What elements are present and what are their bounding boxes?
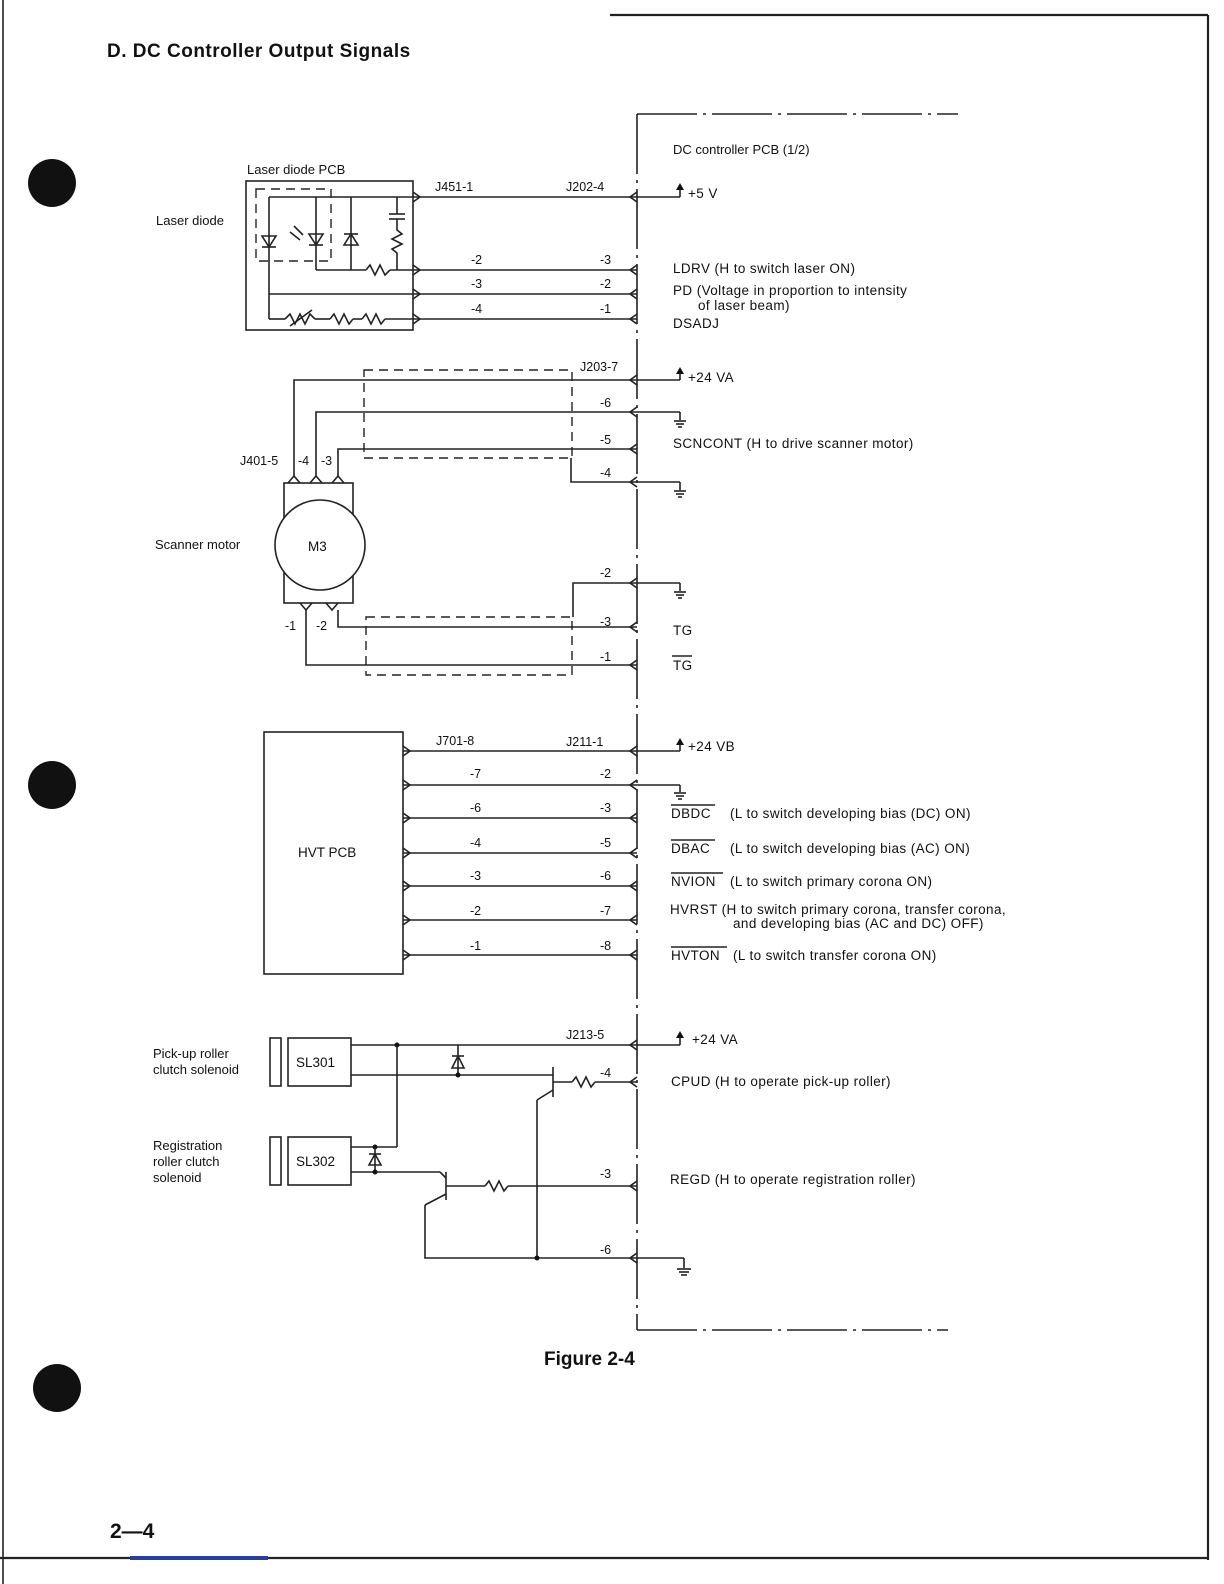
page-number: 2—4: [110, 1520, 155, 1543]
j213-pin-6: -6: [600, 1243, 611, 1257]
j203-pin-4: -4: [600, 466, 611, 480]
j211-pin-3: -3: [600, 801, 611, 815]
j401-pin-4: -4: [298, 454, 309, 468]
signal-nvion-name: NVION: [671, 874, 716, 889]
solenoid-section: [269, 1031, 691, 1276]
sl301-desc-line1: Pick-up roller: [153, 1046, 230, 1061]
j701-pin-6: -6: [470, 801, 481, 815]
signal-nvion-desc: (L to switch primary corona ON): [730, 874, 932, 889]
signal-hvrst-line2: and developing bias (AC and DC) OFF): [733, 916, 984, 931]
j211-connector-label: J211-1: [566, 735, 603, 749]
hvt-pcb-section: [263, 731, 686, 975]
signal-dsadj: DSADJ: [673, 316, 719, 331]
j213-pin-4: -4: [600, 1066, 611, 1080]
signal-plus5v: +5 V: [688, 186, 718, 201]
signal-hvton-name: HVTON: [671, 948, 720, 963]
signal-scncont: SCNCONT (H to drive scanner motor): [673, 436, 914, 451]
laser-diode-pcb-label: Laser diode PCB: [247, 162, 345, 177]
sl302-desc-line3: solenoid: [153, 1170, 201, 1185]
signal-regd: REGD (H to operate registration roller): [670, 1172, 916, 1187]
j211-pin-8: -8: [600, 939, 611, 953]
signal-dbdc-name: DBDC: [671, 806, 711, 821]
j451-pin-3: -3: [471, 277, 482, 291]
signal-plus24va-solenoid: +24 VA: [692, 1032, 738, 1047]
dc-controller-label: DC controller PCB (1/2): [673, 142, 810, 157]
punch-hole-middle: [28, 761, 76, 809]
j211-pin-6: -6: [600, 869, 611, 883]
signal-dbdc-desc: (L to switch developing bias (DC) ON): [730, 806, 971, 821]
signal-plus24vb: +24 VB: [688, 739, 735, 754]
j203-pin-1: -1: [600, 650, 611, 664]
j701-connector-label: J701-8: [436, 734, 474, 748]
j203-connector-label: J203-7: [580, 360, 618, 374]
signal-pd-line1: PD (Voltage in proportion to intensity: [673, 283, 907, 298]
j211-pin-2: -2: [600, 767, 611, 781]
signal-hvrst-line1: HVRST (H to switch primary corona, trans…: [670, 902, 1006, 917]
j451-connector-label: J451-1: [435, 180, 473, 194]
sl302-desc-line2: roller clutch: [153, 1154, 219, 1169]
signal-plus24va-scanner: +24 VA: [688, 370, 734, 385]
j203-pin-2: -2: [600, 566, 611, 580]
punch-hole-bottom: [33, 1364, 81, 1412]
j701-pin-1: -1: [470, 939, 481, 953]
j203-pin-6: -6: [600, 396, 611, 410]
j401-pin-3: -3: [321, 454, 332, 468]
hvt-pcb-label: HVT PCB: [298, 845, 356, 860]
j203-pin-5: -5: [600, 433, 611, 447]
sl301-label: SL301: [296, 1055, 335, 1070]
j213-pin-3: -3: [600, 1167, 611, 1181]
j701-pin-2: -2: [470, 904, 481, 918]
j203-pin-3: -3: [600, 615, 611, 629]
signal-pd-line2: of laser beam): [698, 298, 790, 313]
j451-pin-4: -4: [471, 302, 482, 316]
signal-dbac-desc: (L to switch developing bias (AC) ON): [730, 841, 970, 856]
figure-caption: Figure 2-4: [544, 1349, 635, 1370]
j701-pin-3: -3: [470, 869, 481, 883]
scanner-motor-label: Scanner motor: [155, 537, 241, 552]
signal-tg-bar: TG: [673, 658, 693, 673]
punch-hole-top: [28, 159, 76, 207]
signal-tg: TG: [673, 623, 693, 638]
j202-pin-3: -3: [600, 253, 611, 267]
j701-pin-4: -4: [470, 836, 481, 850]
j401-pin-2: -2: [316, 619, 327, 633]
dc-controller-boundary: [636, 113, 958, 1331]
j401-pin-1: -1: [285, 619, 296, 633]
j202-connector-label: J202-4: [566, 180, 604, 194]
sl302-desc-line1: Registration: [153, 1138, 222, 1153]
motor-m3-label: M3: [308, 539, 327, 554]
j213-connector-label: J213-5: [566, 1028, 604, 1042]
sl301-desc-line2: clutch solenoid: [153, 1062, 239, 1077]
laser-diode-section: [245, 180, 684, 331]
j211-pin-5: -5: [600, 836, 611, 850]
signal-cpud: CPUD (H to operate pick-up roller): [671, 1074, 891, 1089]
j211-pin-7: -7: [600, 904, 611, 918]
laser-diode-label: Laser diode: [156, 213, 224, 228]
page-heading: D. DC Controller Output Signals: [107, 41, 411, 62]
signal-hvton-desc: (L to switch transfer corona ON): [733, 948, 937, 963]
j701-pin-7: -7: [470, 767, 481, 781]
signal-dbac-name: DBAC: [671, 841, 710, 856]
scanner-motor-section: [274, 367, 686, 676]
signal-ldrv: LDRV (H to switch laser ON): [673, 261, 855, 276]
j202-pin-1: -1: [600, 302, 611, 316]
j451-pin-2: -2: [471, 253, 482, 267]
sl302-label: SL302: [296, 1154, 335, 1169]
j401-connector-label: J401-5: [240, 454, 278, 468]
j202-pin-2: -2: [600, 277, 611, 291]
